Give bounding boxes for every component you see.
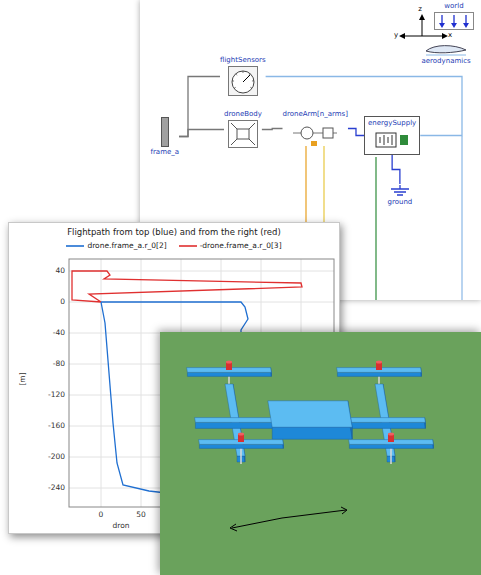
component-label: droneBody (224, 110, 262, 119)
world-icon (434, 12, 474, 30)
axis-arrow (232, 510, 346, 528)
tick-label: -160 (48, 421, 65, 431)
tick-label: -120 (48, 390, 65, 400)
axis-title: [m] (18, 372, 28, 385)
rotor-hub (238, 433, 244, 436)
tick-label: 40 (55, 266, 65, 276)
ground-icon (390, 185, 410, 197)
connector (348, 129, 364, 136)
rotor-hub (388, 433, 394, 436)
arm-block: droneArm[n_arms] (283, 110, 348, 147)
frame-connector: frame_a (151, 116, 180, 157)
rotor-hub (376, 361, 382, 364)
flange-icon (161, 117, 169, 147)
axis-arrow (230, 507, 347, 531)
legend-text: -drone.frame_a.r_0[3] (200, 241, 282, 250)
drone-face (349, 444, 433, 448)
legend-line (179, 242, 197, 250)
connectors (179, 77, 462, 185)
drone-face (272, 427, 352, 439)
axis-name: z (418, 5, 422, 14)
tick-label: 50 (136, 510, 146, 520)
axis-name: y (394, 31, 398, 40)
wire (422, 36, 445, 37)
ground-symbol: ground (388, 184, 413, 207)
plot-title: Flightpath from top (blue) and from the … (67, 227, 281, 238)
tick-label: 0 (60, 297, 65, 307)
drone-face (199, 444, 283, 448)
legend-item: drone.frame_a.r_0[2] (66, 241, 166, 250)
legend: drone.frame_a.r_0[2] -drone.frame_a.r_0[3… (9, 241, 339, 250)
tick-label: -80 (53, 359, 65, 369)
legend-line (66, 242, 84, 250)
axis-title: dron (112, 521, 129, 531)
connector (179, 130, 224, 137)
tick-label: -200 (48, 452, 65, 462)
sensor-block: flightSensors (220, 56, 266, 97)
gauge-icon (228, 66, 258, 96)
energy-block: energySupply (364, 116, 420, 155)
component-label: flightSensors (220, 56, 266, 65)
connector (392, 155, 400, 184)
tick-label: -240 (48, 483, 65, 493)
grid-line (141, 259, 142, 507)
aerodynamics-block: aerodynamics (422, 42, 471, 66)
render-panel (160, 332, 481, 575)
component-label: energySupply (368, 119, 416, 128)
drone-face (187, 372, 271, 376)
component-label: droneArm[n_arms] (283, 110, 348, 119)
drone-face (337, 372, 421, 376)
component-label: ground (388, 198, 413, 207)
axis-name: x (448, 31, 452, 40)
component-label: frame_a (151, 148, 180, 157)
data-curve (72, 271, 302, 302)
arm-icon (293, 120, 337, 146)
body-icon (228, 120, 258, 148)
tick-label: -40 (53, 328, 65, 338)
body-block: droneBody (224, 110, 262, 149)
rotor-shaft (240, 446, 242, 464)
world-block: world (434, 2, 474, 31)
connector (179, 77, 220, 137)
component-label: aerodynamics (422, 57, 471, 66)
drone-render (160, 332, 481, 575)
grid-line (101, 259, 102, 507)
drone-face (268, 401, 352, 427)
wing-icon (424, 43, 468, 56)
grid-line (69, 271, 334, 272)
battery-icon (374, 129, 410, 151)
rotor-shaft (390, 446, 392, 464)
wire (461, 136, 462, 300)
legend-item: -drone.frame_a.r_0[3] (179, 241, 282, 250)
connector (262, 129, 283, 130)
component-label: world (444, 2, 463, 11)
legend-text: drone.frame_a.r_0[2] (87, 241, 166, 250)
wire (375, 157, 376, 300)
rotor-hub (226, 361, 232, 364)
tick-label: 0 (99, 510, 104, 520)
